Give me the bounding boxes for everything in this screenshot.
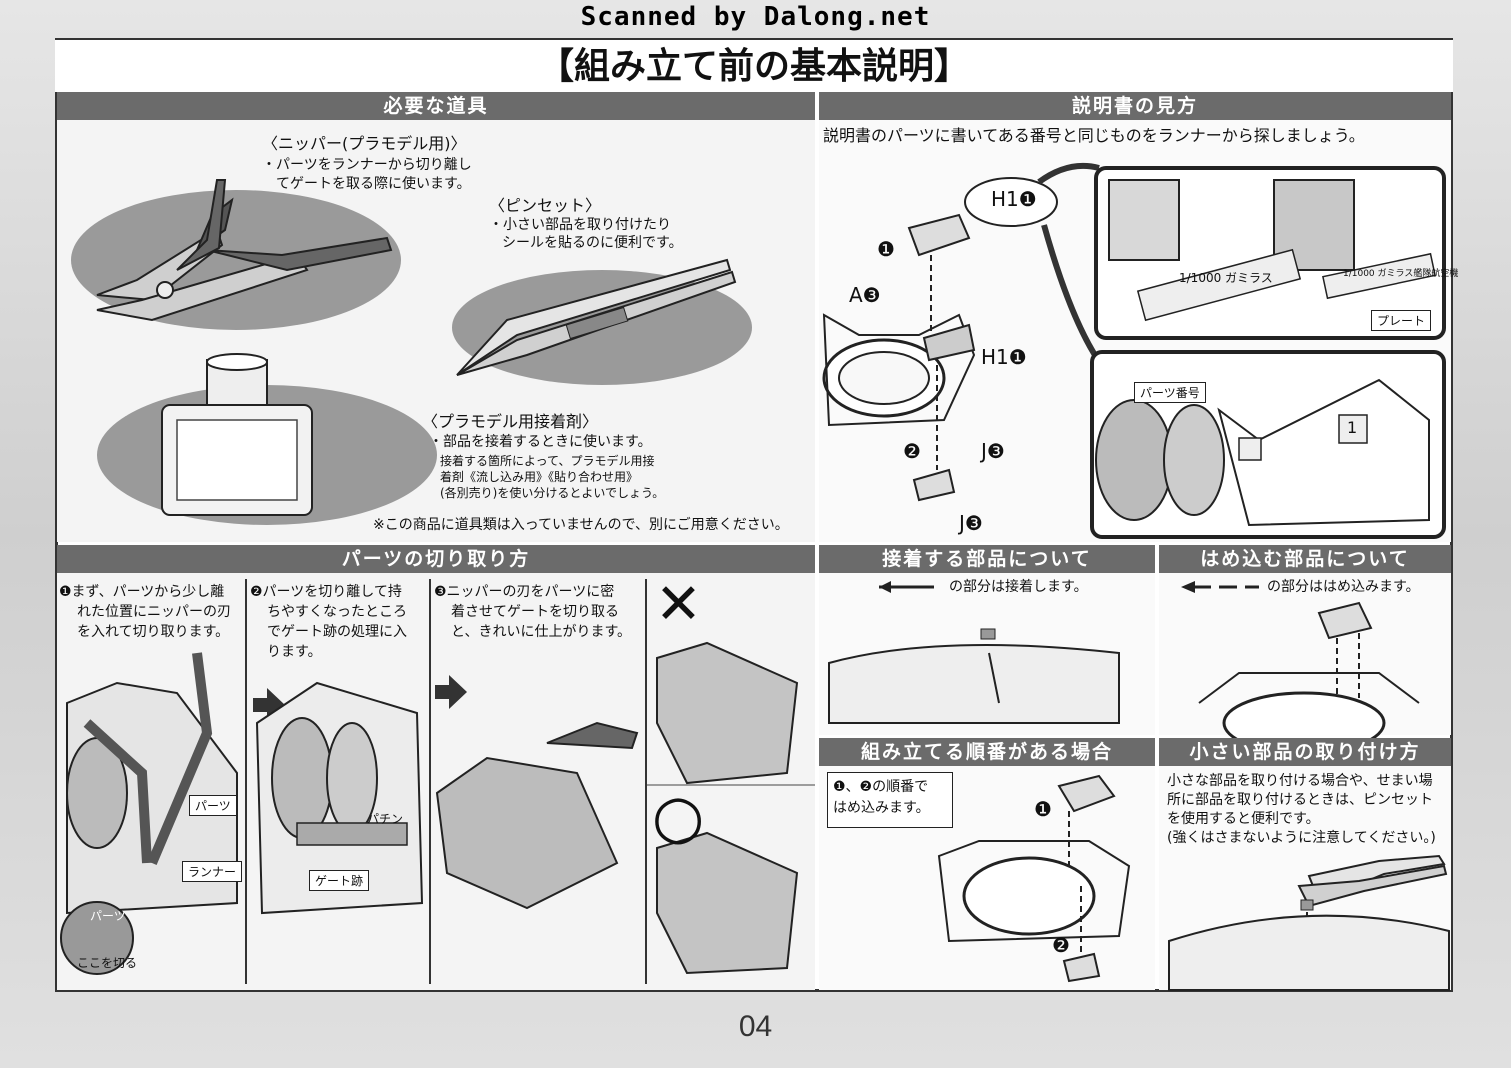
manual-callout: H1❶ xyxy=(991,187,1037,211)
nipper-name: 〈ニッパー(プラモデル用)〉 xyxy=(262,134,467,153)
tools-illustration xyxy=(96,179,737,516)
fit-parts-desc: の部分ははめ込みます。 xyxy=(1267,579,1420,595)
small-parts-illustration xyxy=(1168,854,1450,991)
nipper-desc-1: ・パーツをランナーから切り離し xyxy=(262,157,472,173)
order-panel: ❶、❷の順番で はめ込みます。 ❶ ❷ xyxy=(819,766,1155,990)
runner-text-1: 1/1000 ガミラス xyxy=(1179,271,1273,285)
small-line-4: (強くはさまないように注意してください。) xyxy=(1167,830,1436,846)
cut-step3-line2: 着させてゲートを切り取る xyxy=(451,604,619,620)
tweezers-icon xyxy=(456,258,737,376)
fit-parts-illustration xyxy=(1181,581,1420,755)
glue-name: 〈プラモデル用接着剤〉 xyxy=(422,412,599,431)
order-heading: 組み立てる順番がある場合 xyxy=(819,738,1155,766)
tweezers-name: 〈ピンセット〉 xyxy=(489,196,602,215)
part-number-value: 1 xyxy=(1347,418,1358,437)
small-line-2: 所に部品を取り付けるときは、ピンセット xyxy=(1167,792,1433,808)
order-step-1: ❶ xyxy=(1034,797,1052,821)
cutting-illustration xyxy=(60,641,815,975)
glue-desc-1: ・部品を接着するときに使います。 xyxy=(429,434,652,450)
fit-parts-panel: の部分ははめ込みます。 xyxy=(1159,573,1451,755)
tweezers-desc-2: シールを貼るのに便利です。 xyxy=(502,235,683,251)
cutting-panel: ❶まず、パーツから少し離 れた位置にニッパーの刃 を入れて切り取ります。 ❷パー… xyxy=(57,573,815,990)
manual-intro: 説明書のパーツに書いてある番号と同じものをランナーから探しましょう。 xyxy=(823,126,1365,145)
snip-sound: パチン xyxy=(367,812,404,826)
label-h1: H1❶ xyxy=(981,345,1027,369)
order-illustration xyxy=(937,774,1131,983)
cut-step3-line1: ❸ニッパーの刃をパーツに密 xyxy=(434,584,615,600)
label-runner: ランナー xyxy=(182,861,243,882)
order-box-line2: はめ込みます。 xyxy=(833,800,930,816)
part-number-label: パーツ番号 xyxy=(1134,382,1206,403)
small-line-3: を使用すると便利です。 xyxy=(1167,811,1320,827)
cut-step2-line2: ちやすくなったところ xyxy=(267,604,407,620)
cut-step3-line3: と、きれいに仕上がります。 xyxy=(451,624,632,640)
cut-step1-line1: ❶まず、パーツから少し離 xyxy=(59,584,225,600)
wrong-mark: ✕ xyxy=(655,572,702,637)
cutting-heading: パーツの切り取り方 xyxy=(57,545,815,573)
label-j3-upper: J❸ xyxy=(981,439,1005,463)
manual-illustration xyxy=(822,162,1446,539)
manual-step-1: ❶ xyxy=(877,237,895,261)
cut-step2-line4: ります。 xyxy=(267,644,322,660)
glue-parts-panel: の部分は接着します。 xyxy=(819,573,1155,735)
small-line-1: 小さな部品を取り付ける場合や、せまい場 xyxy=(1167,773,1433,789)
fit-parts-heading: はめ込む部品について xyxy=(1159,545,1451,573)
cut-step2-line3: でゲート跡の処理に入 xyxy=(267,624,407,640)
nipper-desc-2: てゲートを取る際に使います。 xyxy=(276,176,471,192)
label-j3-lower: J❸ xyxy=(959,511,983,535)
label-a3: A❸ xyxy=(849,283,881,307)
glue-parts-illustration xyxy=(828,581,1120,724)
small-parts-heading: 小さい部品の取り付け方 xyxy=(1159,738,1451,766)
scanned-by-banner: Scanned by Dalong.net xyxy=(580,2,931,32)
runner-text-2: 1/1000 ガミラス艦隊航空機 xyxy=(1343,269,1459,279)
order-box-line1: ❶、❷の順番で xyxy=(833,779,929,795)
glue-desc-3: 着剤《流し込み用》《貼り合わせ用》 xyxy=(440,470,639,484)
tools-note: ※この商品に道具類は入っていませんので、別にご用意ください。 xyxy=(373,517,789,533)
glue-parts-heading: 接着する部品について xyxy=(819,545,1155,573)
label-parts-inset: パーツ xyxy=(90,909,126,923)
nipper-icon xyxy=(96,179,393,322)
tweezers-desc-1: ・小さい部品を取り付けたり xyxy=(489,217,671,233)
page-title: 【組み立て前の基本説明】 xyxy=(55,40,1453,92)
label-parts: パーツ xyxy=(189,795,237,816)
cut-step2-line1: ❷パーツを切り離して持 xyxy=(250,584,402,600)
label-gate-mark: ゲート跡 xyxy=(309,870,370,891)
right-mark: ○ xyxy=(652,782,705,852)
manual-panel: 説明書のパーツに書いてある番号と同じものをランナーから探しましょう。 H1❶ ❶… xyxy=(819,120,1458,542)
glue-parts-desc: の部分は接着します。 xyxy=(949,579,1088,595)
cut-step1-line3: を入れて切り取ります。 xyxy=(77,624,230,640)
manual-step-2: ❷ xyxy=(903,439,921,463)
page-number: 04 xyxy=(738,1010,773,1043)
plate-label: プレート xyxy=(1371,310,1432,331)
cut-step1-line2: れた位置にニッパーの刃 xyxy=(77,604,231,620)
label-cut-here: ここを切る xyxy=(77,956,138,970)
tools-heading: 必要な道具 xyxy=(57,92,815,120)
order-step-2: ❷ xyxy=(1052,933,1070,957)
small-parts-panel: 小さな部品を取り付ける場合や、せまい場 所に部品を取り付けるときは、ピンセット … xyxy=(1159,766,1451,991)
glue-bottle-icon xyxy=(161,353,313,516)
glue-desc-4: (各別売り)を使い分けるとよいでしょう。 xyxy=(440,486,665,500)
glue-desc-2: 接着する箇所によって、プラモデル用接 xyxy=(440,454,655,468)
manual-heading: 説明書の見方 xyxy=(819,92,1451,120)
tools-panel: 〈ニッパー(プラモデル用)〉 ・パーツをランナーから切り離し てゲートを取る際に… xyxy=(57,120,815,542)
